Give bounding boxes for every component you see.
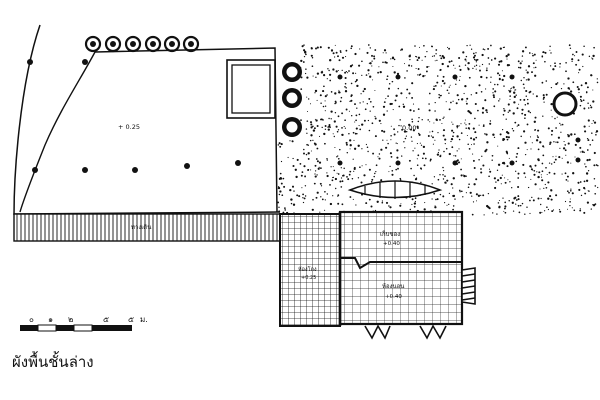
room-2-label: เก็บของ [380,229,400,238]
room-1-level: +0.25 [301,275,316,281]
column-posts [27,59,241,173]
room-1-label: ห้องโถง [298,265,317,273]
room-2-level: +0.40 [383,241,400,247]
scale-tick-1: ๑ [48,315,53,324]
yard-area [13,24,281,216]
plan-title: ผังพื้นชั้นล่าง [12,353,94,371]
yard-level-label: + 0.25 [118,123,140,131]
scale-tick-4: ๕ [128,315,134,324]
large-jar [552,91,578,117]
stairs-right [461,267,476,305]
scale-unit: ม. [140,315,148,324]
planter-row [84,35,200,53]
room-3-label: ห้องนอน [382,283,404,290]
building-footprint [279,210,464,327]
tank-box [226,59,276,119]
ground-column-posts [337,74,581,166]
jar-stack [282,62,302,137]
room-3-level: +0.40 [385,294,402,300]
stairs-bottom [364,324,447,340]
scale-tick-0: ๐ [29,315,34,324]
walkway [13,213,281,242]
boat-icon [347,180,443,199]
walkway-label: ทางเดิน [131,224,151,231]
scale-bar: ๐ ๑ ๒ ๕ ๕ ม. [20,315,148,332]
scale-tick-2: ๒ [68,315,73,324]
scale-tick-3: ๕ [103,315,109,324]
ground-level-label: 0.00 [402,124,416,132]
